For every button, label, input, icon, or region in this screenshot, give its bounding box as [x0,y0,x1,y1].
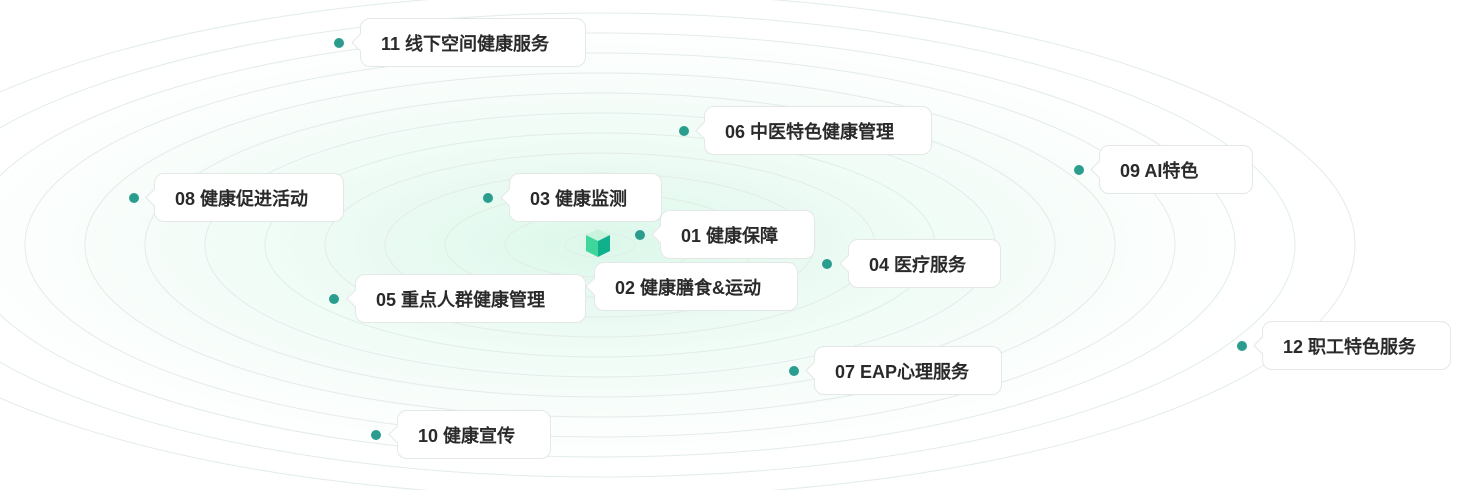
node-label-07[interactable]: 07 EAP心理服务 [814,346,1002,395]
cube-icon [586,229,610,257]
node-label-04[interactable]: 04 医疗服务 [848,239,1001,288]
node-dot [1237,341,1247,351]
node-label-08[interactable]: 08 健康促进活动 [154,173,344,222]
node-label-01[interactable]: 01 健康保障 [660,210,815,259]
node-label-12[interactable]: 12 职工特色服务 [1262,321,1451,370]
node-label-10[interactable]: 10 健康宣传 [397,410,551,459]
node-label-09[interactable]: 09 AI特色 [1099,145,1253,194]
node-dot [822,259,832,269]
orbit-ring [144,92,1056,398]
node-dot [789,366,799,376]
node-dot [334,38,344,48]
node-dot [329,294,339,304]
orbit-ring [0,12,1296,478]
node-dot [635,230,645,240]
node-dot [679,126,689,136]
node-dot [483,193,493,203]
orbit-ring [0,0,1356,490]
orbit-ring [0,32,1236,458]
node-label-05[interactable]: 05 重点人群健康管理 [355,274,586,323]
node-dot [1074,165,1084,175]
orbit-ring [24,52,1176,438]
node-label-03[interactable]: 03 健康监测 [509,173,662,222]
node-label-02[interactable]: 02 健康膳食&运动 [594,262,798,311]
node-label-11[interactable]: 11 线下空间健康服务 [360,18,586,67]
orbit-ring [84,72,1116,418]
node-dot [129,193,139,203]
node-label-06[interactable]: 06 中医特色健康管理 [704,106,932,155]
node-dot [371,430,381,440]
